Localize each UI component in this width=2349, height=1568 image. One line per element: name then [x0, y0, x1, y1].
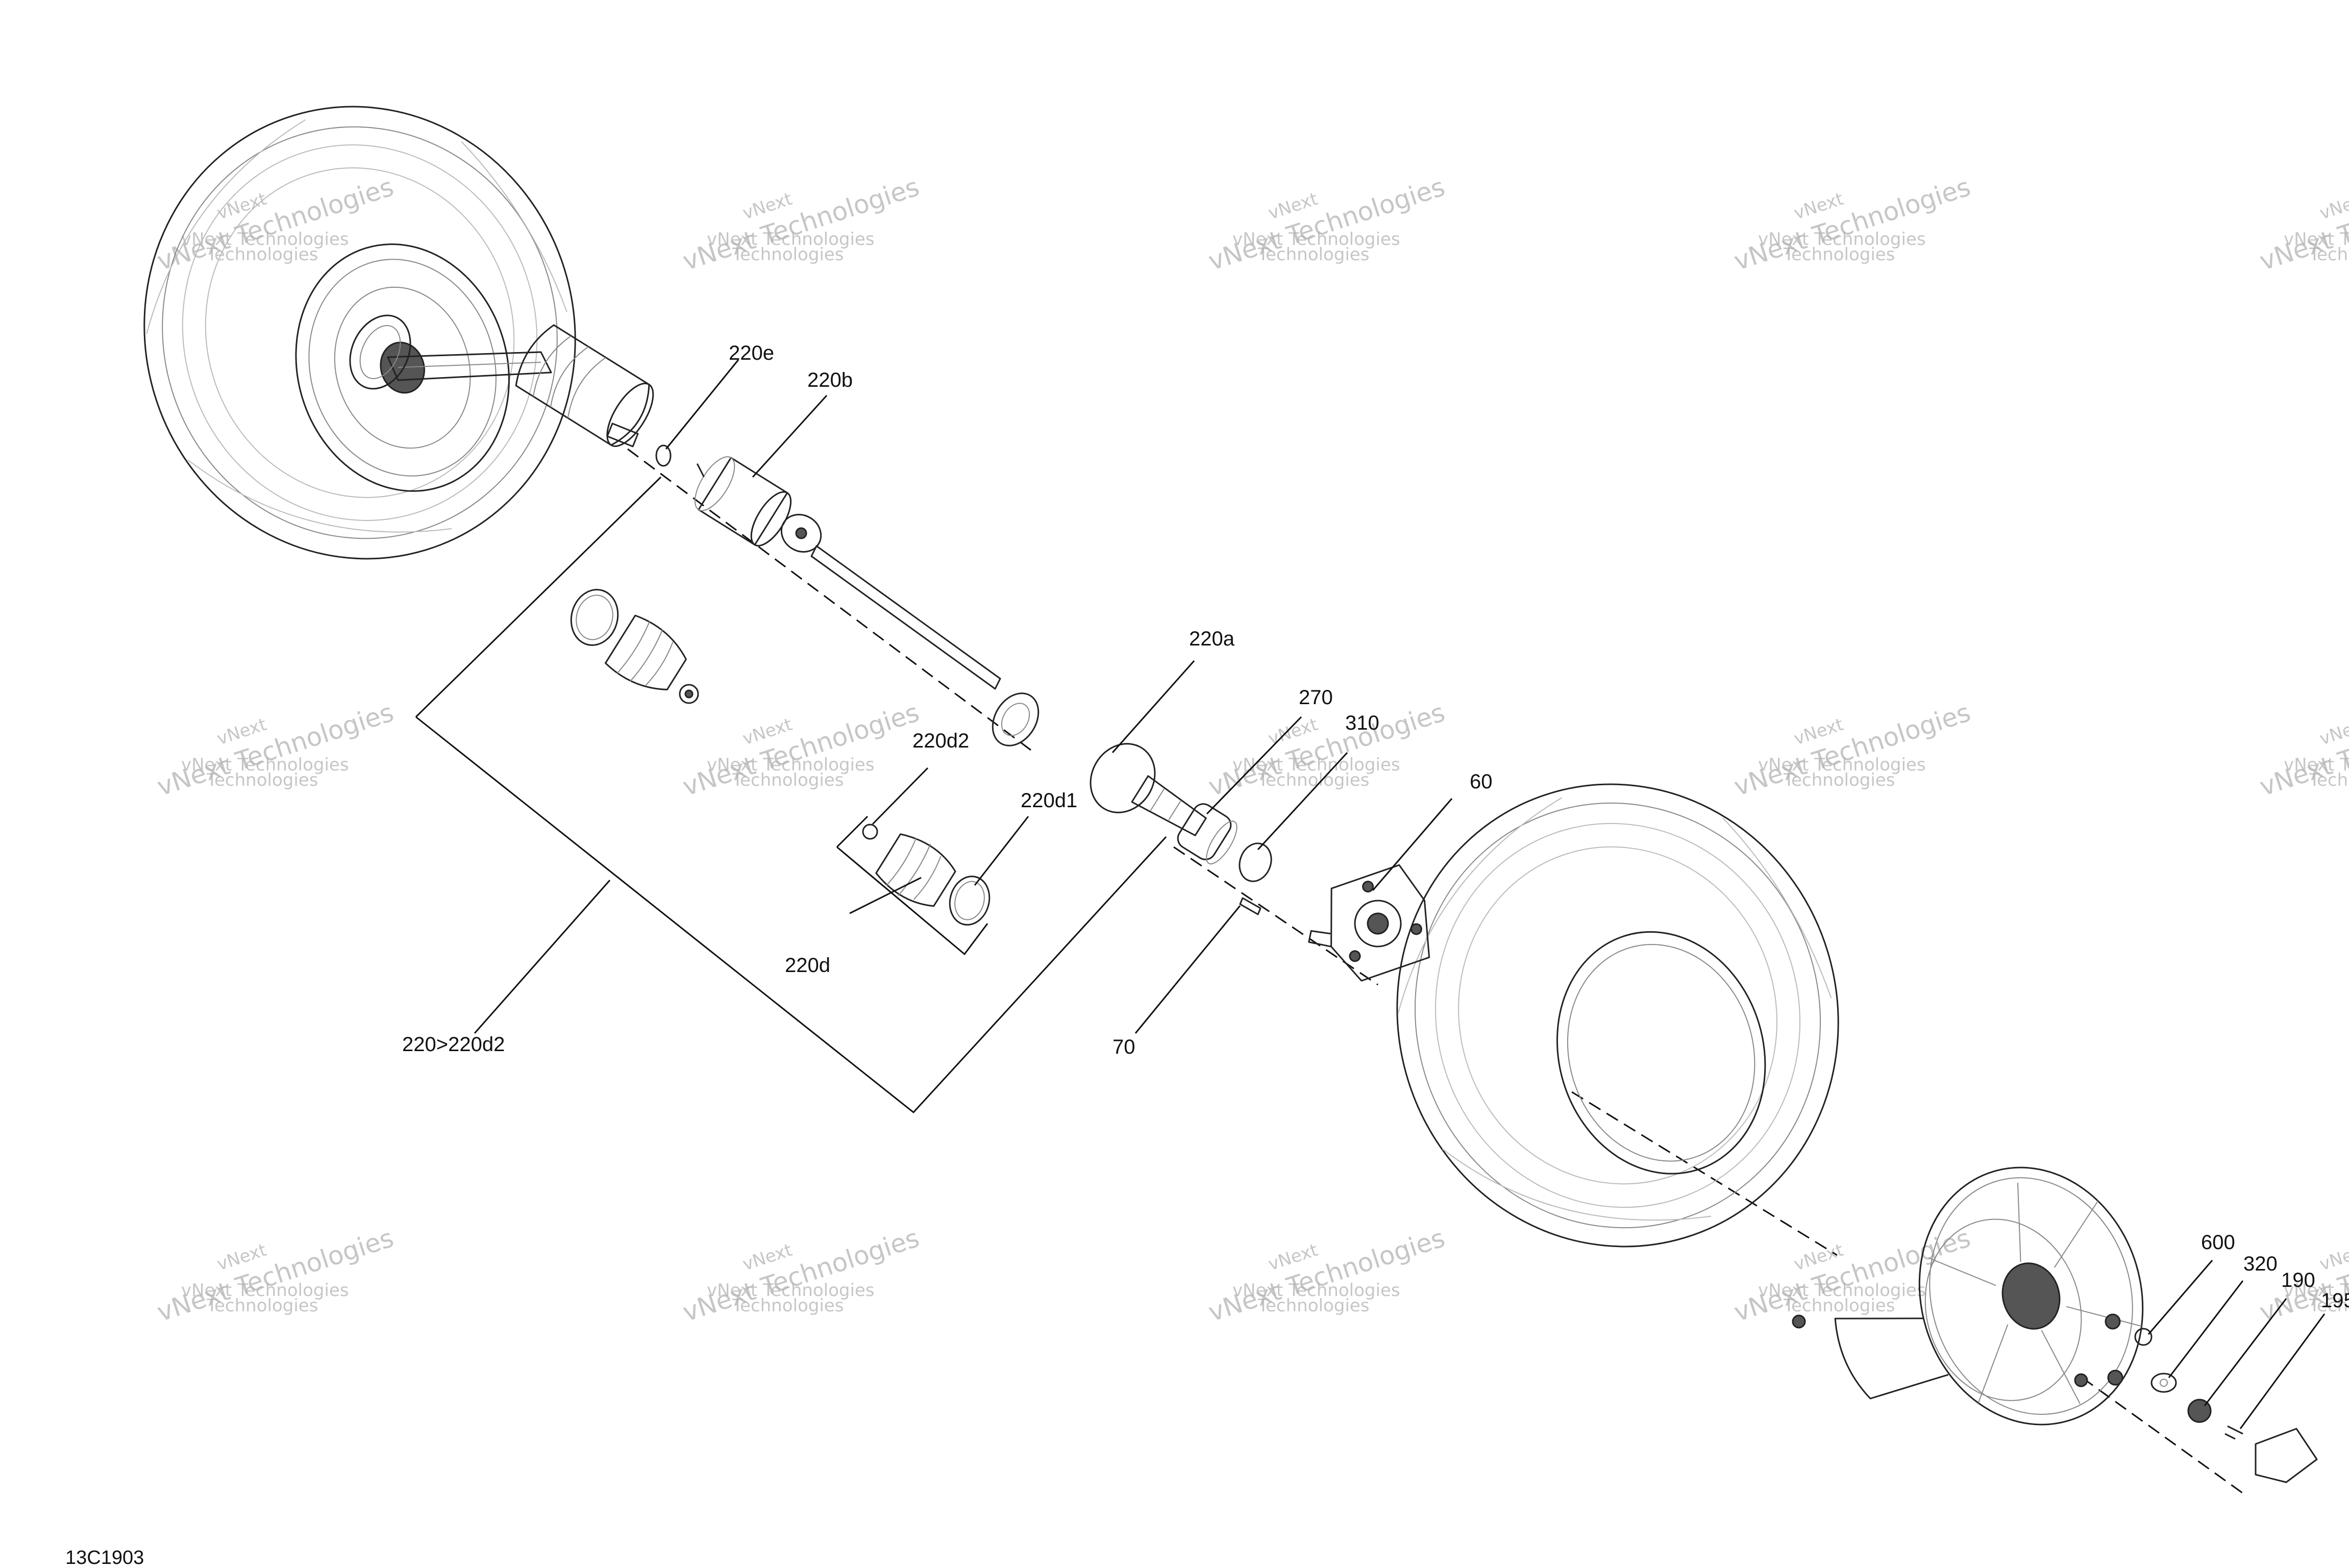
- leader-lines: [415, 359, 2326, 1429]
- watermark-text: Technologies: [1257, 1296, 1369, 1316]
- callout-220a: 220a: [1189, 628, 1235, 650]
- boot-kit-lower: [862, 824, 991, 926]
- rim-lower-right: [1834, 1166, 2144, 1426]
- callout-220d2: 220d2: [912, 730, 969, 752]
- callout-320: 320: [2243, 1253, 2278, 1275]
- watermark-text: vNext Technologies: [2284, 229, 2349, 250]
- watermark-text: vNext Technologies: [707, 229, 875, 250]
- watermark-text: vNext Technologies: [1232, 229, 1400, 250]
- watermark-text: Technologies: [206, 770, 318, 790]
- watermark-text: Technologies: [206, 1296, 318, 1316]
- part-220e-ring: [655, 444, 672, 467]
- watermark-text: Technologies: [1783, 1296, 1895, 1316]
- watermark-text: Technologies: [732, 1296, 844, 1316]
- watermark-text: vNext Technologies: [707, 755, 875, 775]
- watermark-text: Technologies: [2309, 1296, 2349, 1316]
- callout-220b: 220b: [807, 369, 853, 391]
- watermark-text: vNext Technologies: [1758, 755, 1926, 775]
- watermark-text: Technologies: [1783, 244, 1895, 265]
- watermark-text: vNext Technologies: [1758, 1280, 1926, 1301]
- watermark-text: Technologies: [2309, 770, 2349, 790]
- watermark-text: Technologies: [732, 244, 844, 265]
- part-70-pin: [1239, 897, 1262, 915]
- watermark-text: Technologies: [1257, 244, 1369, 265]
- watermark-text: vNext: [2317, 1240, 2349, 1275]
- center-cap: [2255, 1428, 2318, 1483]
- watermark-text: vNext Technologies: [181, 755, 349, 775]
- watermark-text: vNext Technologies: [707, 1280, 875, 1301]
- watermark-text: Technologies: [1257, 770, 1369, 790]
- watermark-text: vNext Technologies: [181, 229, 349, 250]
- drawing-code: 13C1903: [65, 1547, 144, 1568]
- boot-kit-upper: [570, 589, 699, 704]
- watermark-text: vNext: [2317, 189, 2349, 224]
- watermark-text: Technologies: [2309, 244, 2349, 265]
- callout-190: 190: [2281, 1269, 2315, 1291]
- part-60-hub: [1308, 864, 1430, 982]
- watermark-text: Technologies: [1783, 770, 1895, 790]
- callout-310: 310: [1345, 712, 1379, 734]
- part-220a-outer-cv: [1090, 743, 1207, 836]
- callout-600: 600: [2201, 1231, 2235, 1254]
- callout-220d: 220d: [785, 954, 830, 977]
- watermark-text: vNext Technologies: [2284, 1280, 2349, 1301]
- part-310-circlip: [1239, 842, 1272, 882]
- drive-shaft-assembled: [387, 351, 552, 381]
- watermark-text: vNext Technologies: [2284, 755, 2349, 775]
- callout-270: 270: [1299, 686, 1333, 709]
- watermark-text: vNext: [2317, 714, 2349, 750]
- callout-195: 195: [2321, 1289, 2349, 1312]
- wheel-assembly-upper-left: [143, 106, 654, 560]
- explode-axis-line: [627, 448, 2246, 1496]
- callout-220-range: 220>220d2: [402, 1033, 505, 1056]
- callout-labels: 220e 220b 220a 270 310 220d2 220d1 60 22…: [402, 342, 2349, 1312]
- part-220-shaft-with-tripod: [780, 514, 1040, 746]
- callout-60: 60: [1470, 770, 1493, 793]
- callout-70: 70: [1112, 1036, 1135, 1058]
- watermark-text: vNext Technologies: [181, 1280, 349, 1301]
- callout-220d1: 220d1: [1021, 789, 1077, 812]
- part-220b-inner-cv-joint: [694, 456, 792, 547]
- part-270-bearing: [1177, 803, 1238, 865]
- watermark-text: Technologies: [732, 770, 844, 790]
- tire-lower-right: [1396, 783, 1839, 1248]
- watermark-text: vNext Technologies: [1232, 1280, 1400, 1301]
- watermark-text: vNext Technologies: [1758, 229, 1926, 250]
- callout-220e: 220e: [729, 342, 774, 364]
- watermark-text: Technologies: [206, 244, 318, 265]
